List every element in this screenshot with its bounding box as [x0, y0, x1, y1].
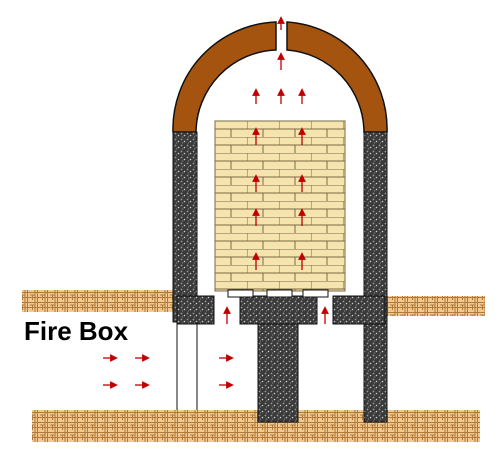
ground-bottom — [32, 410, 480, 442]
left-wall — [172, 131, 198, 323]
fire-box-label: Fire Box — [24, 316, 129, 346]
setter-slab-1 — [227, 289, 254, 298]
central-pillar — [257, 323, 299, 423]
setter-slab-3 — [302, 289, 329, 298]
right-lower-wall — [332, 295, 386, 325]
heat-flow-up-arrows — [223, 16, 329, 324]
dome-arch — [172, 21, 277, 133]
pillar-cap — [239, 295, 318, 325]
setter-slab-2 — [266, 289, 293, 298]
left-lower-wall — [176, 295, 215, 325]
right-wall — [363, 131, 388, 423]
brick-stack — [214, 120, 346, 292]
ground-left — [22, 290, 177, 312]
heat-flow-right-arrows — [103, 354, 234, 389]
ground-right — [385, 296, 485, 316]
dome-arch-right — [286, 21, 388, 133]
